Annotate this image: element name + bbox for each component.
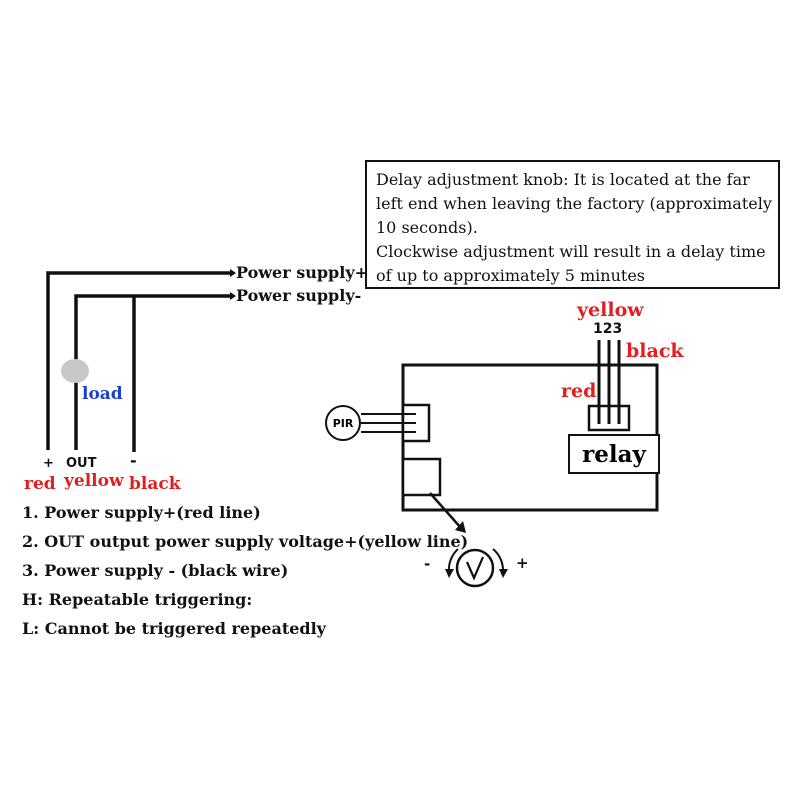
knob-plus-label: + (516, 554, 529, 572)
relay-label: relay (582, 440, 646, 468)
supply-positive-label: Power supply+ (236, 263, 369, 282)
note-line-3: 10 seconds). (376, 218, 478, 237)
note-line-1: Delay adjustment knob: It is located at … (376, 170, 750, 189)
legend-item-3: 3. Power supply - (black wire) (22, 561, 289, 580)
knob-pointer (429, 492, 462, 529)
load-bulb (61, 359, 89, 383)
legend-list: 1. Power supply+(red line) 2. OUT output… (22, 505, 468, 650)
out-wire (74, 294, 230, 450)
legend-item-2: 2. OUT output power supply voltage+(yell… (22, 532, 469, 551)
load-label: load (82, 384, 123, 404)
relay-pin-numbers: 123 (593, 321, 623, 337)
terminal-plus: + (43, 456, 54, 471)
legend-item-4: H: Repeatable triggering: (22, 590, 253, 609)
terminal-minus: - (130, 451, 137, 470)
adjust-arc-right (492, 548, 505, 573)
wire-label-yellow: yellow (64, 471, 124, 491)
delay-knob-note: Delay adjustment knob: It is located at … (365, 160, 780, 289)
note-line-2: left end when leaving the factory (appro… (376, 194, 772, 213)
terminal-out: OUT (66, 456, 97, 471)
relay-wire-label-red: red (561, 380, 597, 402)
note-line-4: Clockwise adjustment will result in a de… (376, 242, 766, 261)
plus-wire (46, 271, 230, 450)
adjust-knob-check (465, 556, 485, 581)
relay-box: relay (568, 434, 660, 474)
wire-label-red: red (24, 474, 56, 494)
note-line-5: of up to approximately 5 minutes (376, 266, 645, 285)
adjust-knob-circle (455, 548, 495, 588)
legend-item-5: L: Cannot be triggered repeatedly (22, 619, 326, 638)
legend-item-1: 1. Power supply+(red line) (22, 503, 261, 522)
adjust-arc-right-arrow (499, 569, 508, 578)
knob-pointer-arrow (455, 521, 466, 533)
supply-negative-label: Power supply- (236, 286, 362, 305)
wire-label-black: black (129, 474, 181, 494)
pir-label: PIR (332, 416, 354, 430)
adjust-arc-left-arrow (445, 569, 454, 578)
out-wire-arrow (230, 292, 236, 300)
pir-sensor: PIR (325, 405, 361, 441)
knob-pot (401, 457, 442, 497)
relay-wire-label-black: black (626, 340, 684, 362)
knob-minus-label: - (424, 555, 431, 573)
relay-wire-label-yellow: yellow (577, 299, 644, 321)
plus-wire-arrow (230, 269, 236, 277)
